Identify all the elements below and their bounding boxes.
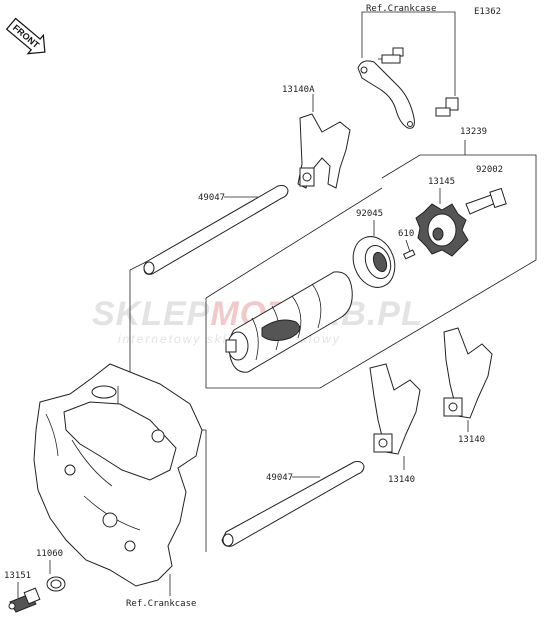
label-13140-mid: 13140: [388, 475, 415, 485]
label-13140-right: 13140: [458, 435, 485, 445]
label-610: 610: [398, 229, 414, 239]
shift-fork-13140A: [297, 113, 351, 189]
bolt-right: [435, 97, 459, 117]
bolt-top: [378, 47, 404, 64]
label-13151: 13151: [4, 571, 31, 581]
label-13239: 13239: [460, 127, 487, 137]
label-49047-bottom: 49047: [266, 473, 293, 483]
bolt-92002: [465, 187, 507, 215]
shift-rod-bottom: [221, 461, 365, 547]
label-49047-top: 49047: [198, 193, 225, 203]
pin-610: [402, 249, 416, 260]
stopper-plate: [357, 60, 415, 129]
shift-rod-top: [143, 185, 289, 275]
front-arrow-icon: FRONT: [5, 17, 46, 55]
diagram-code: E1362: [474, 7, 501, 17]
shift-fork-middle: [369, 363, 421, 455]
label-11060: 11060: [36, 549, 63, 559]
label-92002: 92002: [476, 165, 503, 175]
crankcase: [33, 363, 203, 587]
shift-fork-right: [443, 327, 493, 419]
ref-bracket-top: [361, 11, 456, 30]
drum-group-box: [205, 154, 537, 389]
neutral-switch-13151: [8, 587, 41, 613]
ref-crankcase-bottom: Ref.Crankcase: [126, 599, 196, 609]
shift-drum: [225, 271, 353, 373]
label-13145: 13145: [428, 177, 455, 187]
label-92045: 92045: [356, 209, 383, 219]
gasket-11060: [46, 576, 66, 592]
bearing-92045: [352, 236, 396, 288]
shift-drum-cam-13145: [415, 203, 469, 257]
label-13140A: 13140A: [282, 85, 315, 95]
ref-crankcase-top: Ref.Crankcase: [366, 4, 436, 14]
